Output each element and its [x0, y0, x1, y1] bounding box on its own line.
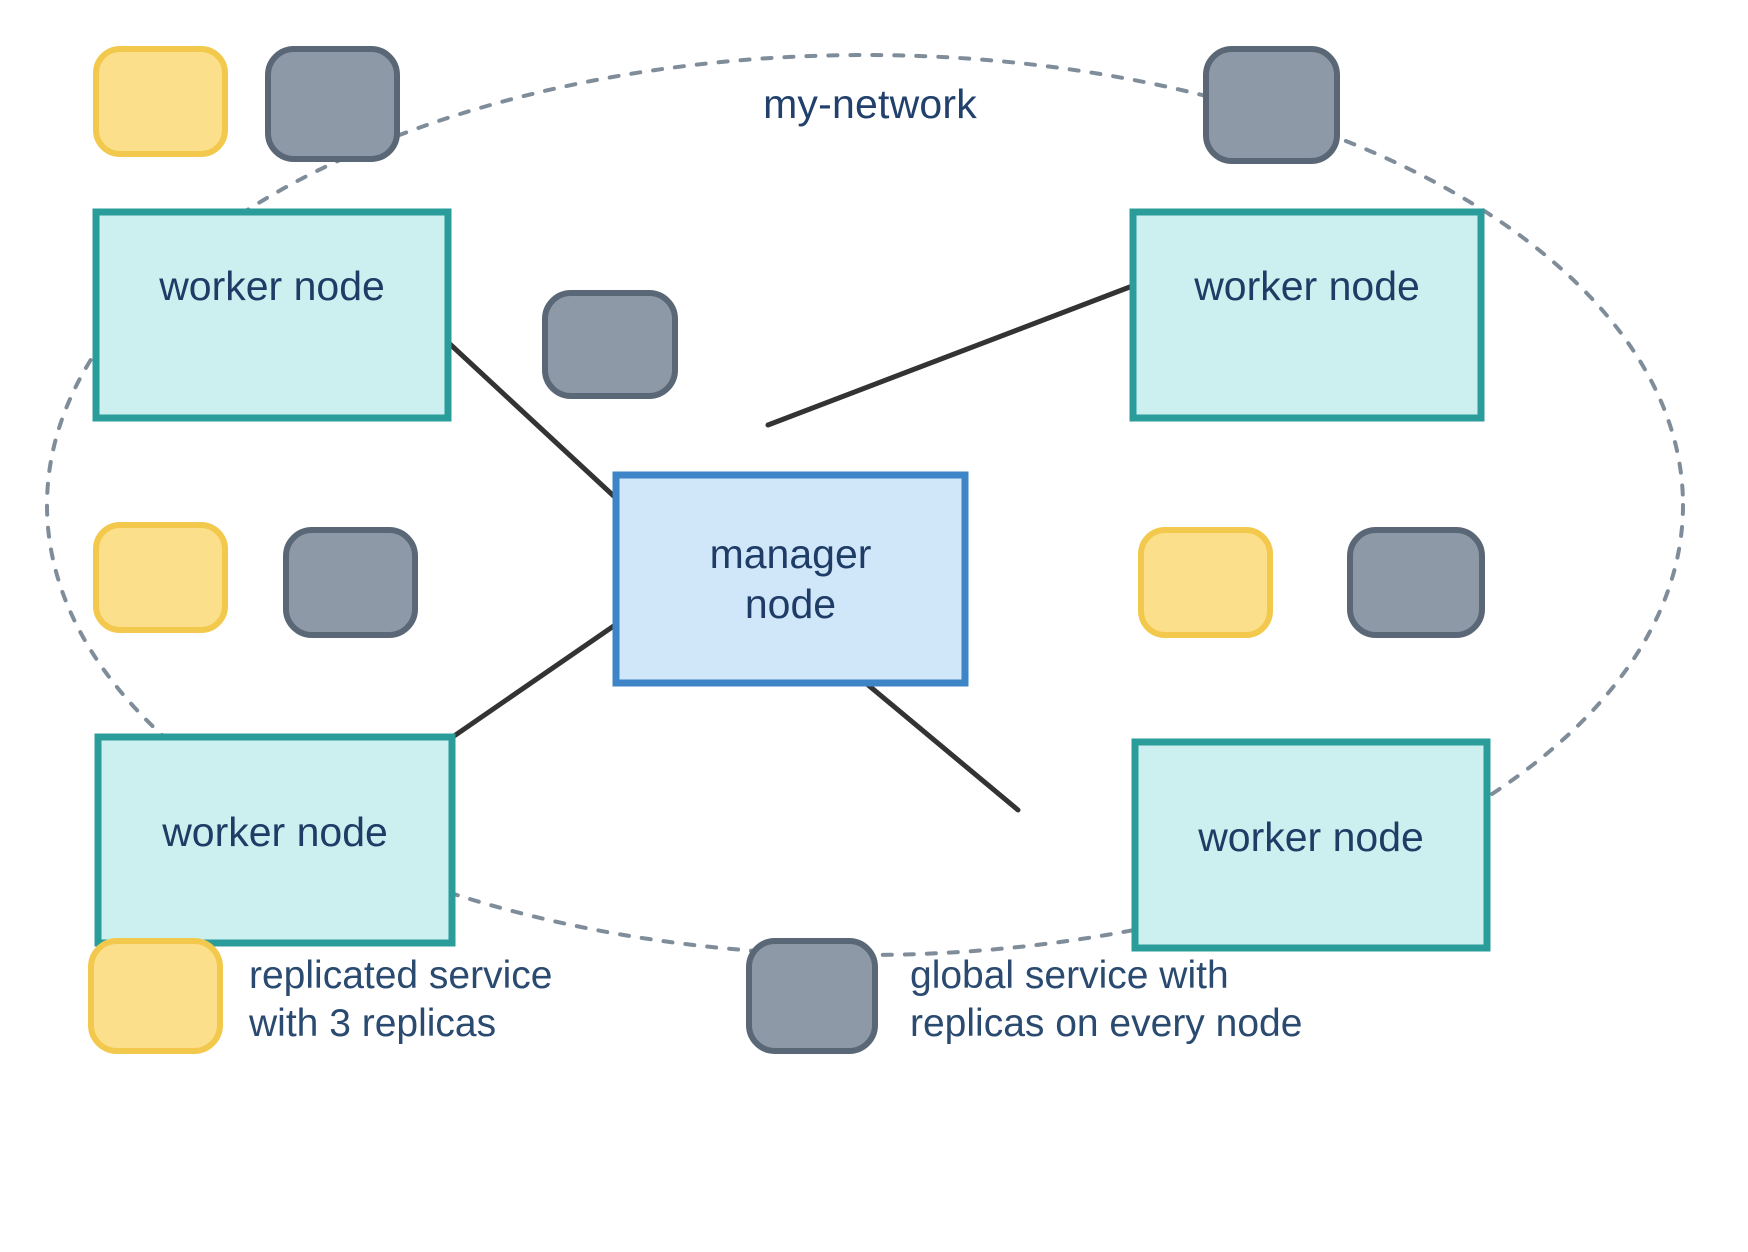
global-service-group [265, 46, 1485, 638]
worker-node-box[interactable] [1131, 738, 1491, 952]
worker-node-box[interactable] [1129, 208, 1485, 422]
legend-global-service-text: global service with replicas on every no… [910, 954, 1303, 1045]
replicated-service-square[interactable] [93, 46, 228, 157]
worker-node-box[interactable] [92, 208, 452, 422]
global-service-square[interactable] [283, 527, 418, 638]
global-service-square[interactable] [265, 46, 400, 162]
manager-node-box[interactable] [612, 471, 969, 687]
global-service-square[interactable] [542, 290, 678, 399]
replicated-service-swatch [88, 938, 223, 1054]
global-service-square[interactable] [1347, 527, 1485, 638]
worker-node-top-right[interactable] [1129, 208, 1485, 422]
legend-replicated-service-text: replicated service with 3 replicas [249, 954, 553, 1045]
edge-worker-top-right-to-manager [765, 282, 1138, 428]
worker-node-top-left[interactable] [92, 208, 452, 422]
global-service-swatch [746, 938, 878, 1054]
replicated-service-square[interactable] [93, 522, 228, 633]
legend-group [88, 938, 878, 1054]
replicated-service-square[interactable] [1138, 527, 1273, 638]
replicated-service-group [93, 46, 1273, 638]
manager-node[interactable] [612, 471, 969, 687]
worker-node-bottom-left[interactable] [94, 733, 456, 947]
worker-node-bottom-right[interactable] [1131, 738, 1491, 952]
global-service-square[interactable] [1203, 46, 1340, 164]
worker-node-box[interactable] [94, 733, 456, 947]
